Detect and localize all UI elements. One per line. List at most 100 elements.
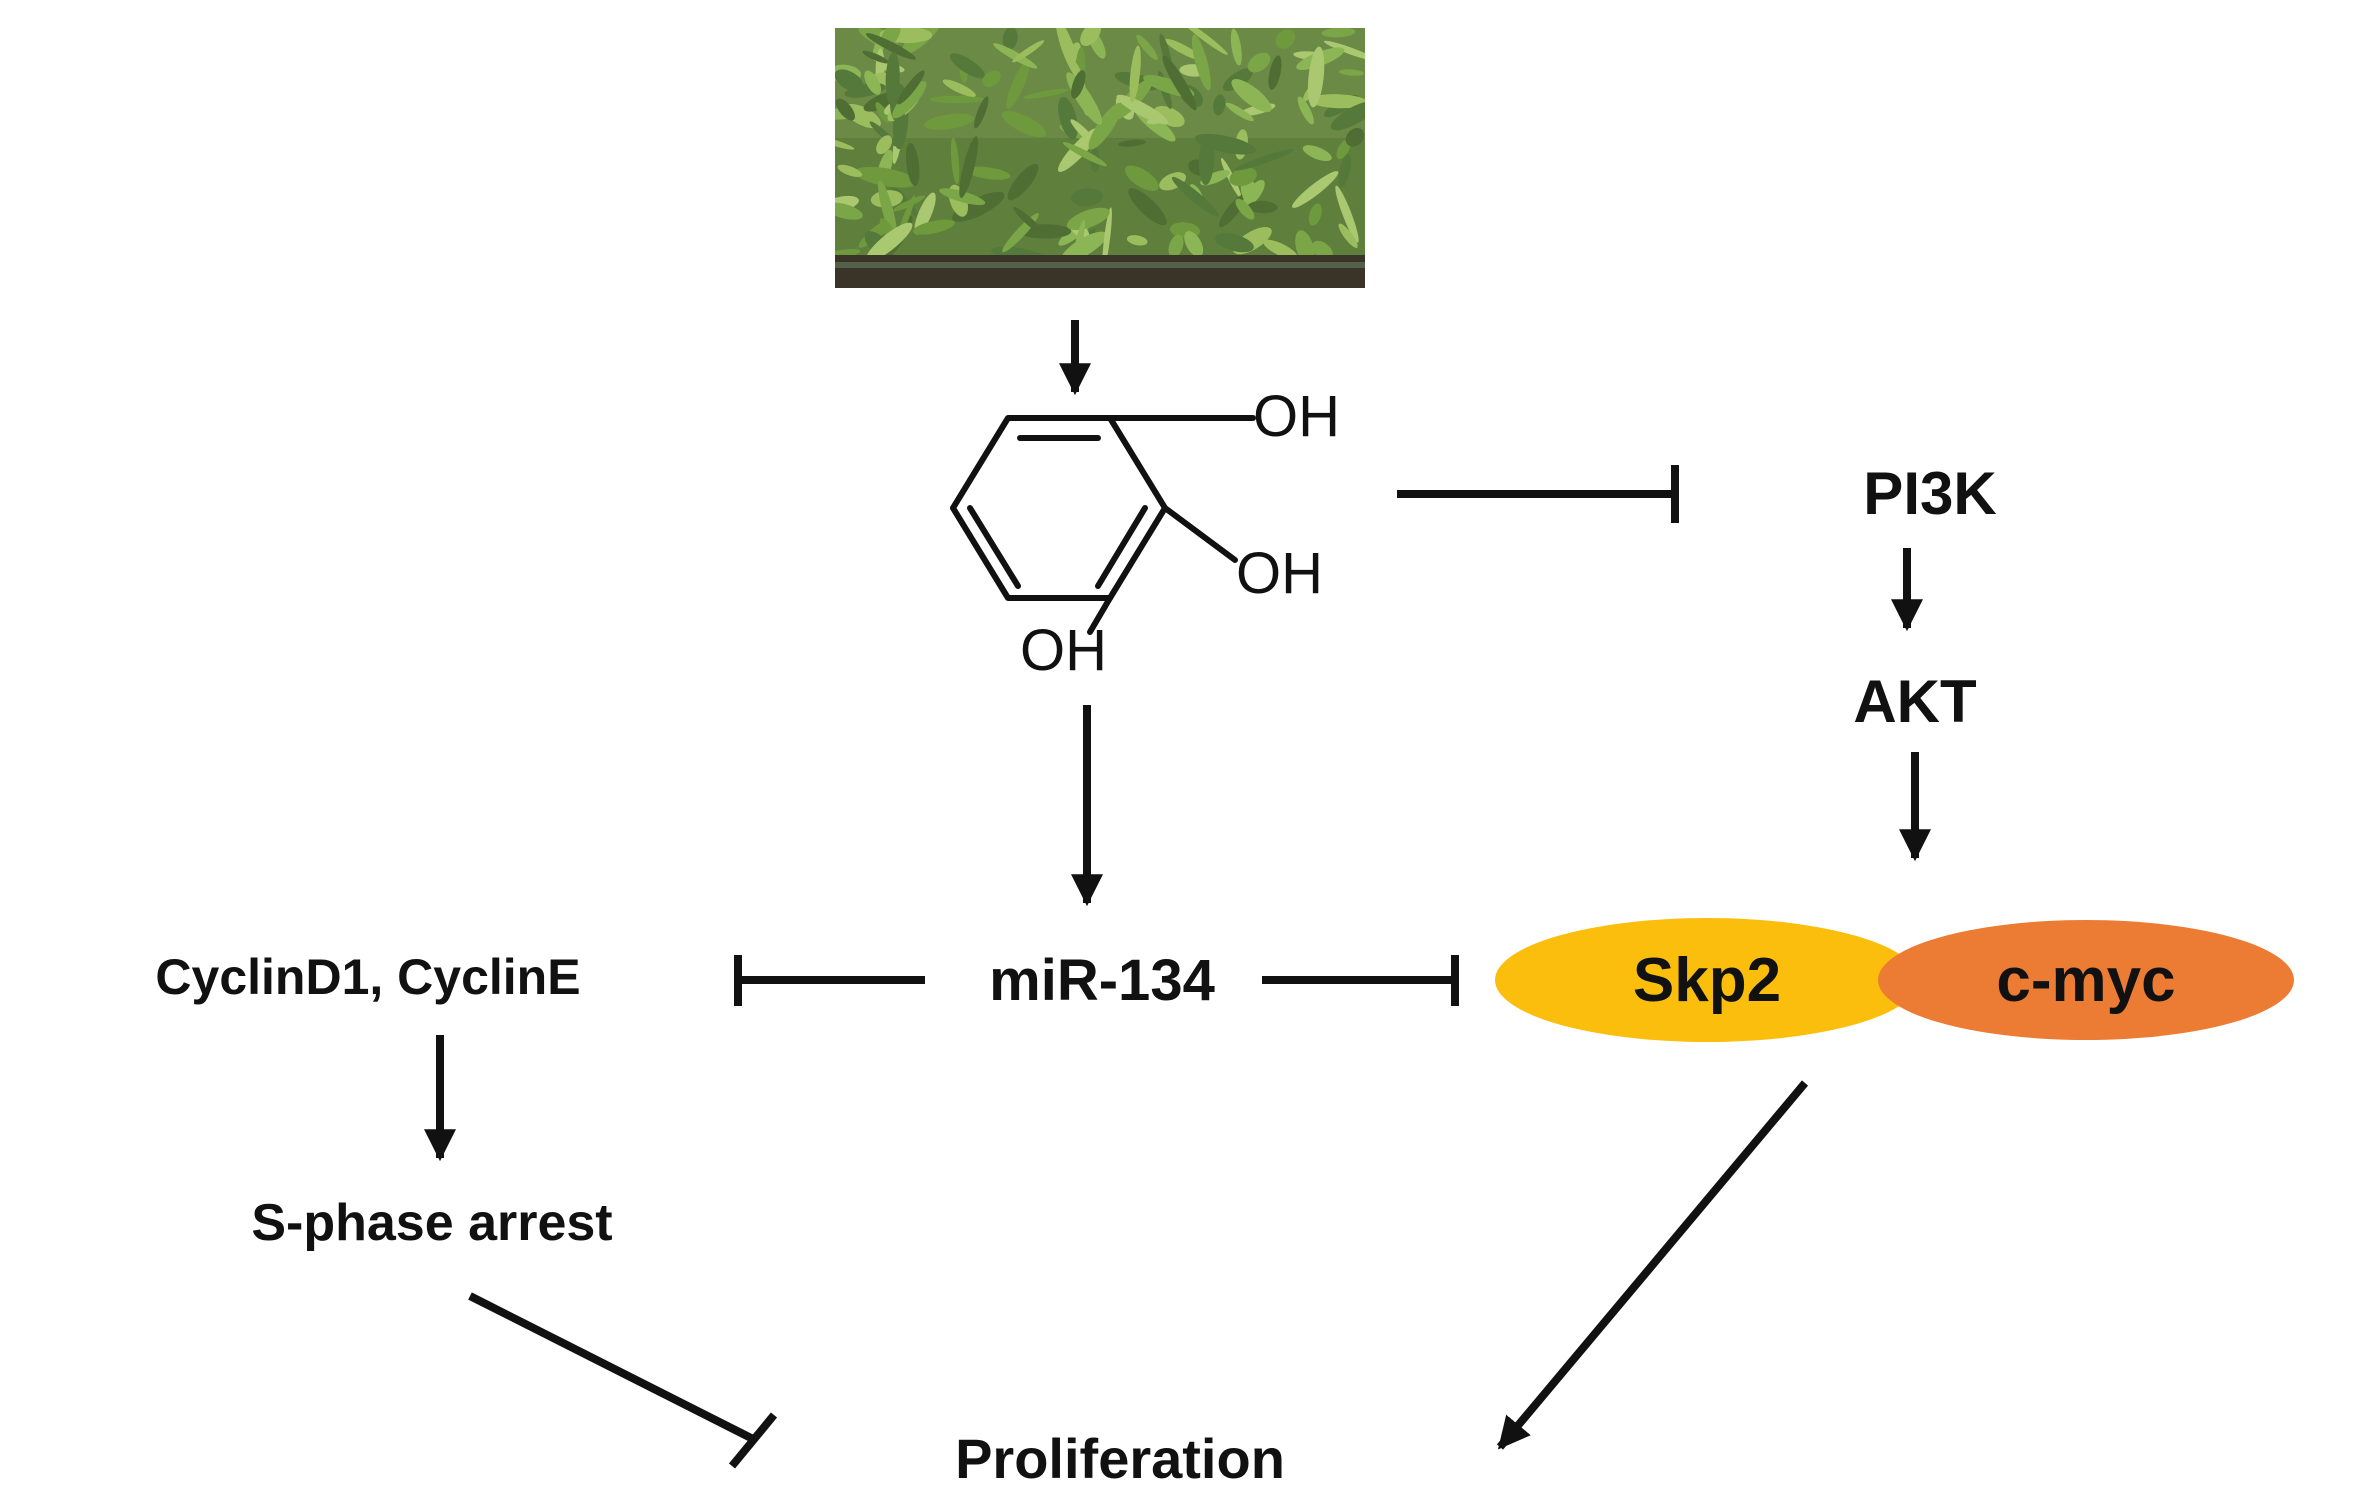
leaf xyxy=(974,96,989,129)
leaf xyxy=(1071,188,1104,207)
leaf xyxy=(1225,102,1254,122)
leaf xyxy=(897,70,925,105)
leaf xyxy=(1164,38,1203,61)
mimosa-plant-photo xyxy=(835,28,1365,288)
leaf xyxy=(912,219,956,235)
node-akt: AKT xyxy=(1853,668,1976,735)
leaf xyxy=(1338,223,1358,248)
leaf xyxy=(835,98,855,121)
leaf xyxy=(1268,55,1282,90)
leaf xyxy=(1007,163,1039,201)
leaf xyxy=(865,222,913,262)
cmyc-ellipse xyxy=(1878,920,2294,1040)
leaf xyxy=(1198,134,1215,186)
inhibit-sphase-proliferation xyxy=(468,1292,757,1444)
leaf xyxy=(1230,28,1242,66)
leaf xyxy=(875,102,890,123)
leaf xyxy=(893,195,926,212)
leaf xyxy=(1338,69,1365,76)
leaf xyxy=(982,70,1001,88)
leaf xyxy=(1013,206,1045,236)
inhibit-sphase-proliferation-bar xyxy=(728,1412,778,1469)
hydroxyl-label-3: OH xyxy=(1020,618,1107,683)
leaf xyxy=(876,135,893,155)
leaf xyxy=(837,164,863,178)
leaf xyxy=(1062,141,1107,167)
leaf xyxy=(1126,235,1148,246)
node-cyclins: CyclinD1, CyclinE xyxy=(155,949,580,1005)
leaf xyxy=(1180,28,1228,55)
leaf xyxy=(1006,60,1030,109)
leaf xyxy=(1302,145,1332,162)
leaf xyxy=(862,50,889,64)
hydroxyl-label-2: OH xyxy=(1236,541,1323,606)
leaf xyxy=(1171,176,1219,217)
leaf xyxy=(1001,111,1047,138)
leaf xyxy=(865,33,916,60)
leaf xyxy=(1335,185,1359,243)
pyrogallol-structure-icon: OH OH OH xyxy=(950,384,1340,683)
leaf xyxy=(1168,234,1184,258)
leaf xyxy=(1292,171,1339,208)
leaf xyxy=(1191,34,1211,91)
leaf xyxy=(959,136,979,198)
leaf xyxy=(949,53,985,79)
node-proliferation: Proliferation xyxy=(955,1427,1285,1490)
leaf xyxy=(1162,55,1197,111)
arrow-complex-to-proliferation xyxy=(1496,1080,1809,1450)
leaf xyxy=(1263,239,1298,260)
leaf xyxy=(1235,198,1255,220)
leaf xyxy=(929,95,985,104)
leaf xyxy=(1275,29,1296,49)
node-skp2: Skp2 xyxy=(1633,946,1781,1015)
leaf xyxy=(864,70,882,95)
leaf xyxy=(1231,79,1272,113)
leaf xyxy=(1229,167,1257,187)
leaf xyxy=(878,180,897,239)
node-sphase-arrest: S-phase arrest xyxy=(251,1194,612,1252)
leaf xyxy=(1345,127,1365,147)
leaf xyxy=(966,166,1011,180)
leaf xyxy=(1247,200,1278,214)
hydroxyl-label-1: OH xyxy=(1253,384,1340,449)
leaf xyxy=(905,142,920,187)
leaf xyxy=(892,81,927,119)
leaf xyxy=(1128,188,1167,226)
leaf xyxy=(1066,207,1110,231)
node-cmyc: c-myc xyxy=(1996,946,2175,1015)
node-mir-134: miR-134 xyxy=(989,948,1215,1013)
leaf xyxy=(1116,94,1169,125)
leaf xyxy=(1336,139,1351,160)
leaf xyxy=(1213,94,1226,116)
leaf xyxy=(1058,96,1078,140)
leaf xyxy=(1308,94,1365,109)
leaf xyxy=(1080,28,1102,47)
skp2-ellipse xyxy=(1495,918,1919,1042)
leaf xyxy=(1330,101,1365,131)
leaf xyxy=(1088,103,1122,150)
leaf xyxy=(924,113,974,130)
leaf xyxy=(1234,149,1294,171)
leaf xyxy=(1002,28,1018,50)
leaf xyxy=(1071,70,1086,99)
leaf xyxy=(1124,165,1159,192)
leaf xyxy=(1184,231,1204,257)
leaf xyxy=(1338,153,1351,188)
leaf xyxy=(1323,40,1365,62)
leaf xyxy=(1321,28,1356,38)
leaf xyxy=(885,51,900,106)
leaf xyxy=(1215,233,1254,253)
leaf xyxy=(1129,45,1141,103)
leaf xyxy=(835,136,855,150)
leaf xyxy=(1297,96,1314,125)
leaf xyxy=(1118,139,1146,147)
leaf xyxy=(1012,40,1045,63)
leaf xyxy=(1307,46,1325,108)
leaf xyxy=(1308,203,1322,226)
leaf xyxy=(1247,52,1271,73)
leaf xyxy=(1061,231,1107,263)
leaf xyxy=(835,69,864,92)
leaf xyxy=(942,79,976,97)
leaf xyxy=(993,43,1038,69)
